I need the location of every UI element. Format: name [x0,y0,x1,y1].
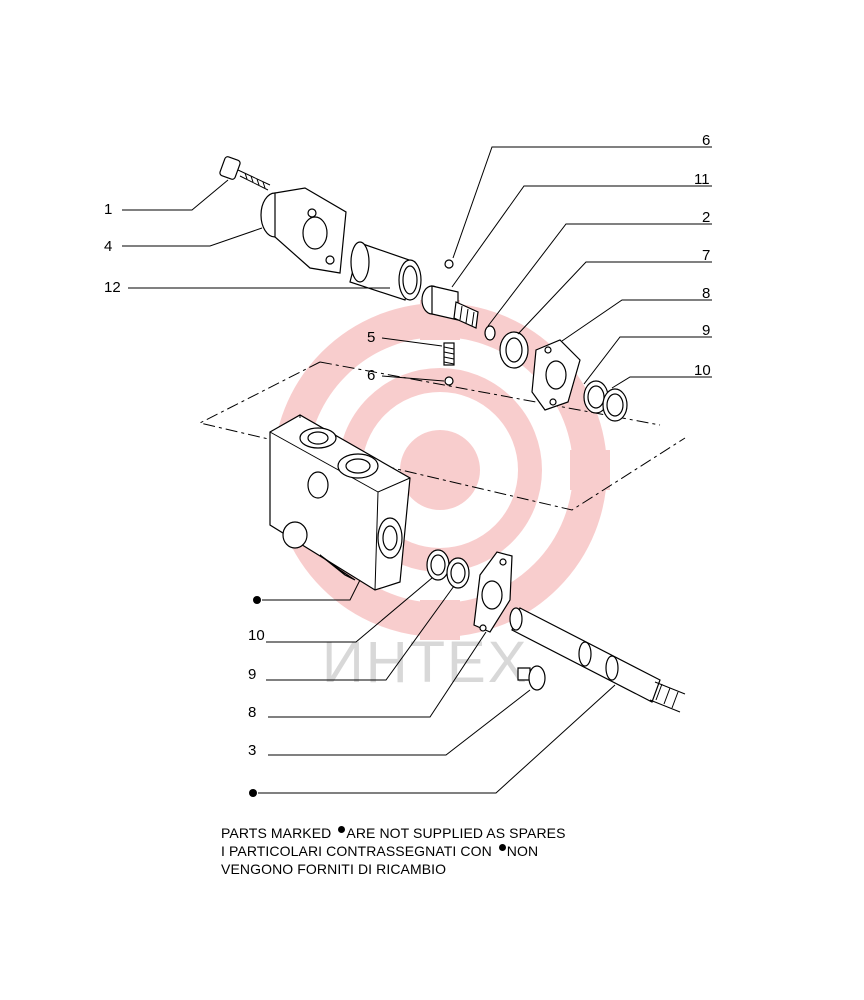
small-screw-part [517,665,546,691]
callout-10-lower: 10 [248,627,265,644]
ball-upper-part [444,259,454,269]
spring-part [443,342,455,366]
callout-10-upper: 10 [694,362,711,379]
callout-2: 2 [702,209,710,226]
watermark-text: ИНТЕХ [322,630,528,695]
o-ring-small-part [484,325,496,341]
note-line3: VENGONO FORNITI DI RICAMBIO [221,861,447,877]
bullet-symbol [498,844,506,851]
callout-11: 11 [694,171,710,188]
flange-housing-part [260,187,347,274]
callout-1: 1 [104,201,112,218]
ring-10-upper-part [602,388,628,422]
leader-lines [122,146,712,794]
ball-lower-part [444,376,454,386]
ring-9-upper-part [583,380,609,414]
callout-8-upper: 8 [702,285,710,302]
callout-12: 12 [104,279,121,296]
note-line2-end: NON [506,843,539,859]
callout-8-lower: 8 [248,704,256,721]
spare-parts-note: PARTS MARKED ARE NOT SUPPLIED AS SPARES … [221,824,566,878]
callout-3: 3 [248,742,256,759]
callout-6-lower: 6 [367,367,375,384]
gasket-plate-lower-part [473,551,513,633]
ring-9-lower-part [446,557,470,589]
plunger-part [421,285,479,329]
callout-5: 5 [367,329,375,346]
sleeve-part [349,241,422,301]
seal-ring-part [499,331,529,369]
note-line1-start: PARTS MARKED [221,825,336,841]
gasket-plate-upper-part [531,339,581,411]
note-line-italian: I PARTICOLARI CONTRASSEGNATI CON NON [221,842,566,860]
bullet-symbol [338,826,346,833]
ring-10-lower-part [426,549,450,581]
callout-7: 7 [702,247,710,264]
callout-6-upper: 6 [702,132,710,149]
callout-4: 4 [104,238,112,255]
bullet-marker-body [253,596,261,604]
note-line-english: PARTS MARKED ARE NOT SUPPLIED AS SPARES [221,824,566,842]
assembly-axis-line [319,361,661,426]
spool-shaft-part [509,607,686,713]
screw-part [219,156,271,191]
note-line2-start: I PARTICOLARI CONTRASSEGNATI CON [221,843,496,859]
callout-9-upper: 9 [702,322,710,339]
valve-body-part [269,414,411,591]
callout-9-lower: 9 [248,666,256,683]
note-line1-end: ARE NOT SUPPLIED AS SPARES [346,825,566,841]
bullet-marker-shaft [249,789,257,797]
